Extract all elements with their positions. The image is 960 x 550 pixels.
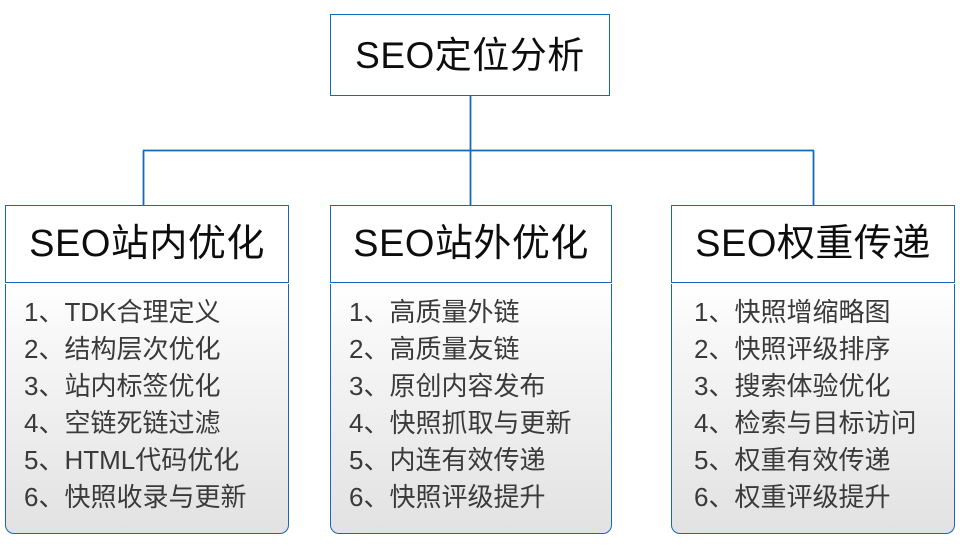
list-item: 6、权重评级提升 <box>694 482 891 512</box>
list-item: 3、站内标签优化 <box>24 371 221 401</box>
branch-header-seo-offsite[interactable]: SEO站外优化 <box>330 205 612 283</box>
branch-body-seo-onsite: 1、TDK合理定义 2、结构层次优化 3、站内标签优化 4、空链死链过滤 5、H… <box>5 284 289 534</box>
list-item: 1、TDK合理定义 <box>24 297 221 327</box>
branch-body-seo-weight-transfer: 1、快照增缩略图 2、快照评级排序 3、搜索体验优化 4、检索与目标访问 5、权… <box>671 284 955 534</box>
list-item: 2、结构层次优化 <box>24 334 221 364</box>
list-item: 5、权重有效传递 <box>694 445 891 475</box>
list-item: 1、快照增缩略图 <box>694 297 891 327</box>
list-item: 4、空链死链过滤 <box>24 408 221 438</box>
list-item: 4、快照抓取与更新 <box>349 408 572 438</box>
branch-list-seo-weight-transfer: 1、快照增缩略图 2、快照评级排序 3、搜索体验优化 4、检索与目标访问 5、权… <box>672 294 916 516</box>
branch-header-seo-weight-transfer[interactable]: SEO权重传递 <box>671 205 955 283</box>
root-node-label: SEO定位分析 <box>355 34 585 76</box>
list-item: 1、高质量外链 <box>349 297 520 327</box>
list-item: 6、快照收录与更新 <box>24 482 247 512</box>
list-item: 2、快照评级排序 <box>694 334 891 364</box>
branch-seo-onsite[interactable]: SEO站内优化 1、TDK合理定义 2、结构层次优化 3、站内标签优化 4、空链… <box>5 205 289 534</box>
list-item: 6、快照评级提升 <box>349 482 546 512</box>
branch-title-seo-offsite: SEO站外优化 <box>353 223 589 265</box>
branch-list-seo-offsite: 1、高质量外链 2、高质量友链 3、原创内容发布 4、快照抓取与更新 5、内连有… <box>331 294 571 516</box>
branch-seo-offsite[interactable]: SEO站外优化 1、高质量外链 2、高质量友链 3、原创内容发布 4、快照抓取与… <box>330 205 612 534</box>
branch-seo-weight-transfer[interactable]: SEO权重传递 1、快照增缩略图 2、快照评级排序 3、搜索体验优化 4、检索与… <box>671 205 955 534</box>
list-item: 5、内连有效传递 <box>349 445 546 475</box>
list-item: 3、搜索体验优化 <box>694 371 891 401</box>
branch-title-seo-weight-transfer: SEO权重传递 <box>695 223 931 265</box>
list-item: 4、检索与目标访问 <box>694 408 917 438</box>
branch-body-seo-offsite: 1、高质量外链 2、高质量友链 3、原创内容发布 4、快照抓取与更新 5、内连有… <box>330 284 612 534</box>
branch-list-seo-onsite: 1、TDK合理定义 2、结构层次优化 3、站内标签优化 4、空链死链过滤 5、H… <box>6 294 246 516</box>
list-item: 2、高质量友链 <box>349 334 520 364</box>
root-node[interactable]: SEO定位分析 <box>330 14 610 96</box>
list-item: 3、原创内容发布 <box>349 371 546 401</box>
list-item: 5、HTML代码优化 <box>24 445 240 475</box>
branch-header-seo-onsite[interactable]: SEO站内优化 <box>5 205 289 283</box>
branch-title-seo-onsite: SEO站内优化 <box>29 223 265 265</box>
